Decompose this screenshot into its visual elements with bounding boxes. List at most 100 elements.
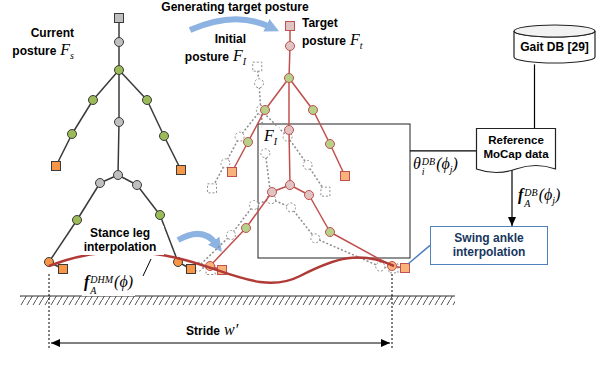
joint-marker bbox=[305, 191, 314, 200]
math-symbol: F bbox=[233, 47, 243, 64]
bone-segment bbox=[93, 70, 119, 100]
joint-marker bbox=[115, 38, 124, 47]
superscript: DB bbox=[524, 188, 537, 199]
joint-marker bbox=[177, 166, 186, 175]
math-symbol: F bbox=[264, 127, 274, 144]
stride-tick bbox=[392, 274, 393, 350]
joint-marker bbox=[253, 62, 262, 71]
math-symbol: (ϕ bbox=[539, 186, 553, 203]
annotation-text: Stride bbox=[186, 324, 220, 338]
joint-marker bbox=[160, 132, 169, 141]
joint-marker bbox=[311, 234, 320, 243]
label-group: Current postureFs bbox=[2, 26, 74, 62]
subscript: j bbox=[552, 195, 555, 206]
joint-marker bbox=[286, 22, 295, 31]
label-group: Initial postureFI bbox=[172, 32, 246, 68]
stride-dimension bbox=[51, 343, 390, 344]
current-posture-figure bbox=[45, 14, 196, 274]
label-group: Stride w′ bbox=[186, 320, 238, 339]
joint-marker bbox=[156, 211, 165, 220]
connector bbox=[511, 169, 512, 226]
superscript: DHM bbox=[90, 275, 113, 286]
label-group: FI bbox=[262, 126, 279, 148]
joint-marker bbox=[249, 201, 258, 210]
math-symbol: θ bbox=[413, 155, 421, 172]
joint-marker bbox=[143, 96, 152, 105]
joint-marker bbox=[73, 216, 82, 225]
label-group: Generating target posture bbox=[150, 0, 320, 14]
bone-segment bbox=[119, 70, 147, 100]
joint-marker bbox=[303, 161, 312, 170]
joint-marker bbox=[133, 181, 142, 190]
ground-hatching bbox=[20, 296, 455, 305]
label-group: Stance leg interpolation bbox=[76, 226, 164, 255]
joint-marker bbox=[115, 118, 124, 127]
bone-segment bbox=[246, 192, 272, 228]
joint-marker bbox=[376, 262, 385, 271]
subscript: s bbox=[70, 50, 74, 61]
bone-segment bbox=[77, 183, 100, 220]
subscript: j bbox=[450, 164, 453, 175]
joint-marker bbox=[326, 228, 335, 237]
subscript: I bbox=[243, 56, 246, 67]
bone-segment bbox=[118, 122, 119, 175]
superscript: DB bbox=[422, 157, 435, 168]
math-symbol: w′ bbox=[224, 321, 238, 338]
subscript: i bbox=[422, 167, 435, 178]
math-symbol: f bbox=[518, 186, 523, 203]
bone-segment bbox=[265, 78, 289, 110]
joint-marker bbox=[286, 181, 295, 190]
joint-marker bbox=[226, 231, 235, 240]
stance-interpolation-arrow bbox=[178, 234, 216, 244]
label-group: Target postureFt bbox=[302, 16, 376, 52]
target-posture-figure bbox=[206, 22, 410, 275]
script-stack: DHMA bbox=[90, 275, 113, 296]
joint-marker bbox=[96, 179, 105, 188]
joint-marker bbox=[228, 168, 237, 177]
subscript: t bbox=[360, 40, 363, 51]
bone-segment bbox=[231, 205, 254, 235]
initial-posture-figure bbox=[194, 62, 398, 274]
bone-segment bbox=[309, 195, 330, 232]
joint-marker bbox=[208, 184, 217, 193]
callout-leader bbox=[408, 245, 430, 264]
bone-segment bbox=[118, 70, 120, 122]
joint-marker bbox=[115, 66, 124, 75]
bone-segment bbox=[313, 110, 330, 144]
joint-marker bbox=[244, 138, 253, 147]
reference-link-line bbox=[410, 150, 476, 151]
joint-marker bbox=[287, 203, 296, 212]
joint-marker bbox=[285, 126, 294, 135]
bone-segment bbox=[49, 220, 77, 262]
joint-marker bbox=[59, 265, 68, 274]
joint-marker bbox=[115, 14, 124, 23]
joint-marker bbox=[52, 162, 61, 171]
joint-marker bbox=[187, 265, 196, 274]
initial-posture-frame bbox=[258, 124, 410, 258]
label-group: θDBi(ϕj) bbox=[413, 154, 458, 178]
document-shape: Reference MoCap data bbox=[476, 128, 556, 174]
joint-marker bbox=[255, 79, 264, 88]
annotation-text: Generating target posture bbox=[161, 0, 308, 14]
connector bbox=[534, 64, 535, 128]
subscript: I bbox=[274, 136, 277, 147]
math-symbol: ) bbox=[453, 155, 458, 172]
bone-segment bbox=[289, 130, 290, 185]
bone-segment bbox=[164, 136, 181, 170]
joint-marker bbox=[326, 140, 335, 149]
joint-marker bbox=[321, 187, 330, 196]
joint-marker bbox=[261, 149, 270, 158]
annotation-text: Stance leg interpolation bbox=[84, 226, 157, 254]
bone-segment bbox=[289, 78, 313, 110]
joint-marker bbox=[242, 224, 251, 233]
leader-line bbox=[143, 259, 151, 276]
label-group: fDBA(ϕj) bbox=[518, 185, 560, 209]
stride-tick bbox=[49, 274, 50, 350]
bone-segment bbox=[288, 78, 290, 130]
node-text: Reference MoCap data bbox=[481, 134, 551, 162]
joint-marker bbox=[221, 159, 230, 168]
bone-segment bbox=[72, 100, 93, 134]
math-symbol: F bbox=[350, 31, 360, 48]
joint-marker bbox=[401, 264, 410, 273]
